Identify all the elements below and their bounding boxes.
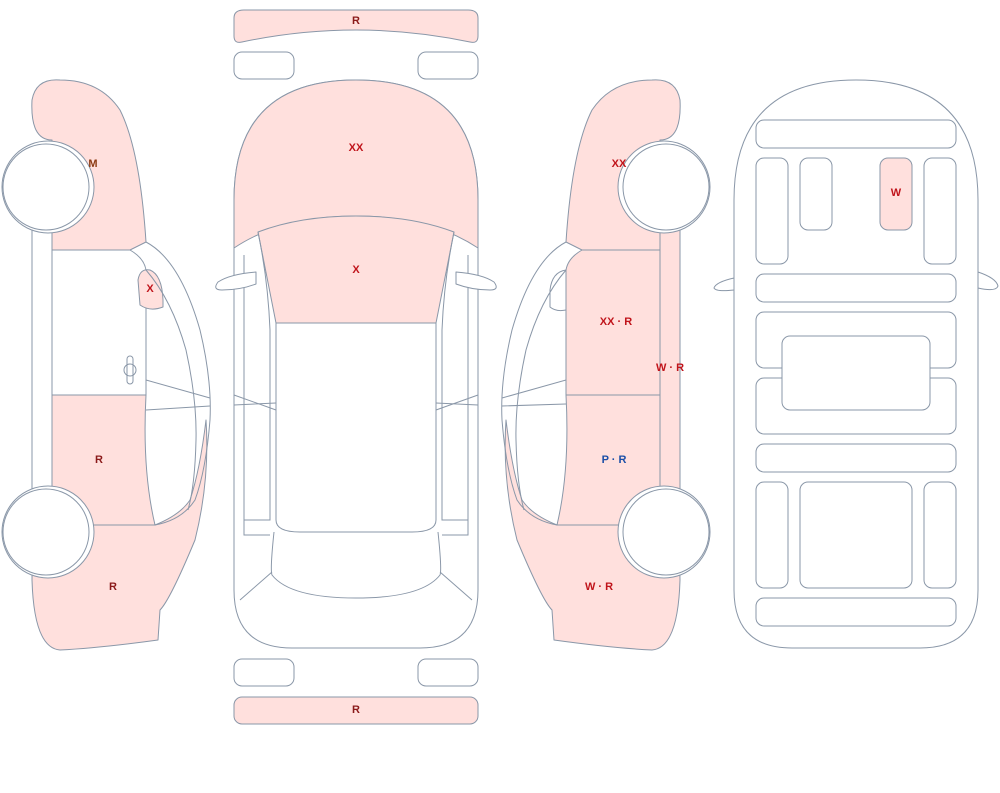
marker-left-rear-door: R [95, 454, 103, 466]
top-view [215, 9, 497, 725]
right-front-tire[interactable] [622, 143, 710, 231]
left-front-tire[interactable] [2, 143, 90, 231]
left-side-view [1, 79, 211, 651]
left-mirror-panel[interactable] [137, 269, 164, 310]
right-rear-quarter-panel[interactable] [504, 419, 681, 651]
marker-windshield: X [352, 264, 360, 276]
damage-labels: R XX X R M X R R XX XX · R W · R P · R W… [88, 15, 901, 716]
marker-right-front-door: XX · R [600, 316, 632, 328]
front-seats[interactable] [799, 481, 913, 589]
left-rear-quarter-panel[interactable] [31, 419, 208, 651]
pillar-lines [244, 231, 468, 521]
marker-front-bumper: R [352, 704, 360, 716]
rear-bumper-panel[interactable] [233, 9, 479, 43]
left-front-door-panel[interactable] [51, 249, 147, 396]
left-rear-tire[interactable] [2, 488, 90, 576]
top-left-mirror[interactable] [215, 271, 257, 291]
front-bench[interactable] [755, 443, 957, 473]
door-split-lines [233, 394, 479, 411]
interior-view [713, 79, 999, 649]
marker-left-front-fender: M [88, 158, 97, 170]
front-right-light[interactable] [417, 658, 479, 687]
marker-right-rocker: W · R [656, 362, 684, 374]
left-pillar-lines [145, 379, 211, 411]
interior-rear-seat-right[interactable] [879, 157, 913, 231]
side-lines [243, 255, 469, 536]
rear-right-light[interactable] [417, 51, 479, 80]
right-side-view [501, 79, 711, 651]
interior-left-front-trim[interactable] [755, 481, 789, 589]
right-front-door-panel[interactable] [565, 249, 661, 396]
front-bumper-panel[interactable] [233, 696, 479, 725]
marker-left-rear-quarter: R [109, 581, 117, 593]
left-door-lock [123, 363, 137, 377]
hood-outline [275, 323, 437, 533]
left-window-outline [145, 241, 211, 526]
interior-left-mirror [713, 277, 735, 292]
rear-shelf[interactable] [755, 119, 957, 149]
interior-left-rear-trim[interactable] [755, 157, 789, 265]
interior-right-rear-trim[interactable] [923, 157, 957, 265]
windshield-panel[interactable] [257, 215, 455, 324]
right-rocker-panel[interactable] [659, 229, 681, 531]
front-left-light[interactable] [233, 658, 295, 687]
right-pillar-lines [501, 379, 567, 407]
rear-left-light[interactable] [233, 51, 295, 80]
right-window-outline [501, 241, 567, 526]
left-door-handle [126, 355, 134, 385]
marker-right-rear-door: P · R [602, 454, 627, 466]
right-rear-tire[interactable] [622, 488, 710, 576]
interior-right-front-trim[interactable] [923, 481, 957, 589]
dashboard[interactable] [755, 597, 957, 627]
marker-rear-bumper: R [352, 15, 360, 27]
marker-right-front-fender: XX [612, 158, 627, 170]
front-corner-lines [239, 571, 473, 601]
marker-right-rear-quarter: W · R [585, 581, 613, 593]
marker-interior-seat: W [891, 187, 902, 199]
top-right-mirror[interactable] [455, 271, 497, 291]
front-hood-line [270, 531, 442, 599]
right-mirror-panel[interactable] [549, 269, 567, 312]
rear-bench[interactable] [755, 273, 957, 303]
interior-rear-seat-left[interactable] [799, 157, 833, 231]
marker-left-mirror: X [146, 283, 154, 295]
interior-right-mirror [977, 271, 999, 291]
center-console[interactable] [781, 335, 931, 411]
marker-roof: XX [349, 142, 364, 154]
